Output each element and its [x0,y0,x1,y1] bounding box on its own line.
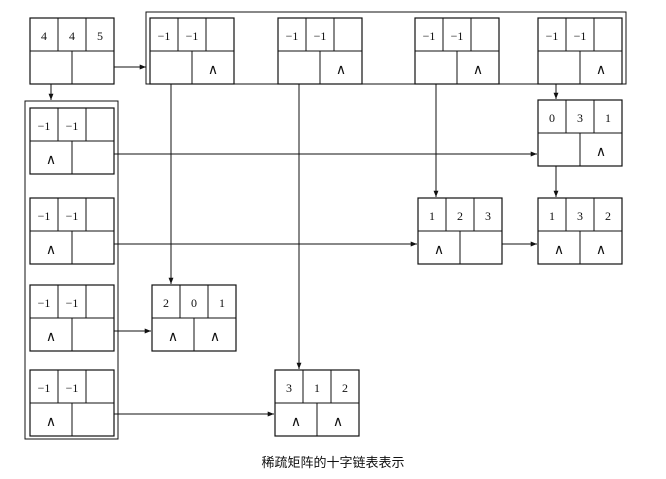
row-field: −1 [423,29,436,43]
right-pointer-field: ∧ [210,330,220,345]
col-field: 2 [457,209,463,223]
value-field: 1 [219,296,225,310]
row-field: −1 [286,29,299,43]
right-pointer-field: ∧ [596,243,606,258]
row-field: 1 [549,209,555,223]
diagram-caption: 稀疏矩阵的十字链表表示 [261,456,405,471]
row-field: 4 [41,29,47,43]
right-pointer-field: ∧ [333,415,343,430]
right-pointer-field: ∧ [208,63,218,78]
down-pointer-field: ∧ [46,243,56,258]
element-node: 3 1 2 ∧ ∧ [274,369,360,437]
column-head-node: −1 −1 ∧ [414,17,500,85]
column-head-node: −1 −1 ∧ [537,17,623,85]
value-field: 2 [605,209,611,223]
row-field: −1 [546,29,559,43]
col-field: 3 [577,111,583,125]
row-field: 1 [429,209,435,223]
value-field: 3 [485,209,491,223]
down-pointer-field: ∧ [434,243,444,258]
row-head-node: −1 −1 ∧ [29,369,115,437]
value-field: 2 [342,381,348,395]
element-node: 1 3 2 ∧ ∧ [537,197,623,265]
row-field: 2 [163,296,169,310]
row-head-node: −1 −1 ∧ [29,107,115,175]
row-heads-frame [24,100,119,440]
row-field: −1 [38,119,51,133]
col-field: 4 [69,29,75,43]
row-head-node: −1 −1 ∧ [29,197,115,265]
right-pointer-field: ∧ [473,63,483,78]
col-field: −1 [186,29,199,43]
row-field: −1 [38,209,51,223]
row-field: 3 [286,381,292,395]
col-field: −1 [66,381,79,395]
column-head-node: −1 −1 ∧ [149,17,235,85]
element-node: 1 2 3 ∧ [417,197,503,265]
value-field: 1 [605,111,611,125]
down-pointer-field: ∧ [46,153,56,168]
row-field: 0 [549,111,555,125]
down-pointer-field: ∧ [291,415,301,430]
col-field: −1 [66,119,79,133]
right-pointer-field: ∧ [596,63,606,78]
row-field: −1 [158,29,171,43]
down-pointer-field: ∧ [46,330,56,345]
row-field: −1 [38,381,51,395]
value-field: 5 [97,29,103,43]
col-field: −1 [451,29,464,43]
col-field: −1 [66,296,79,310]
right-pointer-field: ∧ [336,63,346,78]
down-pointer-field: ∧ [46,415,56,430]
col-field: 1 [314,381,320,395]
right-pointer-field: ∧ [596,145,606,160]
col-field: −1 [66,209,79,223]
down-pointer-field: ∧ [554,243,564,258]
down-pointer-field: ∧ [168,330,178,345]
col-field: 3 [577,209,583,223]
row-field: −1 [38,296,51,310]
col-field: 0 [191,296,197,310]
element-node: 2 0 1 ∧ ∧ [151,284,237,352]
column-head-node: −1 −1 ∧ [277,17,363,85]
head-node: 4 4 5 [29,17,115,85]
element-node: 0 3 1 ∧ [537,99,623,167]
col-field: −1 [574,29,587,43]
col-field: −1 [314,29,327,43]
row-head-node: −1 −1 ∧ [29,284,115,352]
column-heads-frame [145,11,627,85]
